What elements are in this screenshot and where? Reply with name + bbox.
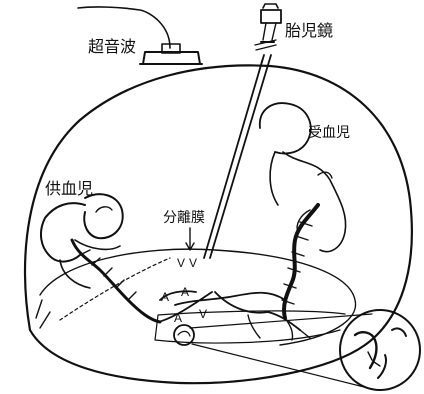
vessel-mark-v1: V <box>177 256 185 270</box>
ultrasound-probe <box>140 44 202 64</box>
recipient-label: 受血児 <box>308 122 350 142</box>
donor-fetus <box>41 194 123 288</box>
membrane-label: 分離膜 <box>163 207 205 227</box>
vessel-mark-a3: A <box>174 311 182 325</box>
donor-label: 供血児 <box>45 175 93 199</box>
ultrasound-label: 超音波 <box>88 33 136 57</box>
vessel-mark-a2: A <box>181 285 189 299</box>
vessel-mark-v2: V <box>189 256 197 270</box>
placenta-surface <box>40 249 356 345</box>
vessel-mark-a1: A <box>161 290 169 304</box>
magnified-inset <box>340 310 420 390</box>
fetoscope-label: 胎児鏡 <box>285 17 333 41</box>
fetoscope <box>204 4 281 258</box>
cut-edge-line <box>155 311 345 343</box>
vessel-mark-v3: V <box>199 307 207 321</box>
uterus-outline <box>25 65 412 383</box>
membrane-arrow <box>186 228 194 250</box>
magnifier-leader <box>190 314 372 388</box>
